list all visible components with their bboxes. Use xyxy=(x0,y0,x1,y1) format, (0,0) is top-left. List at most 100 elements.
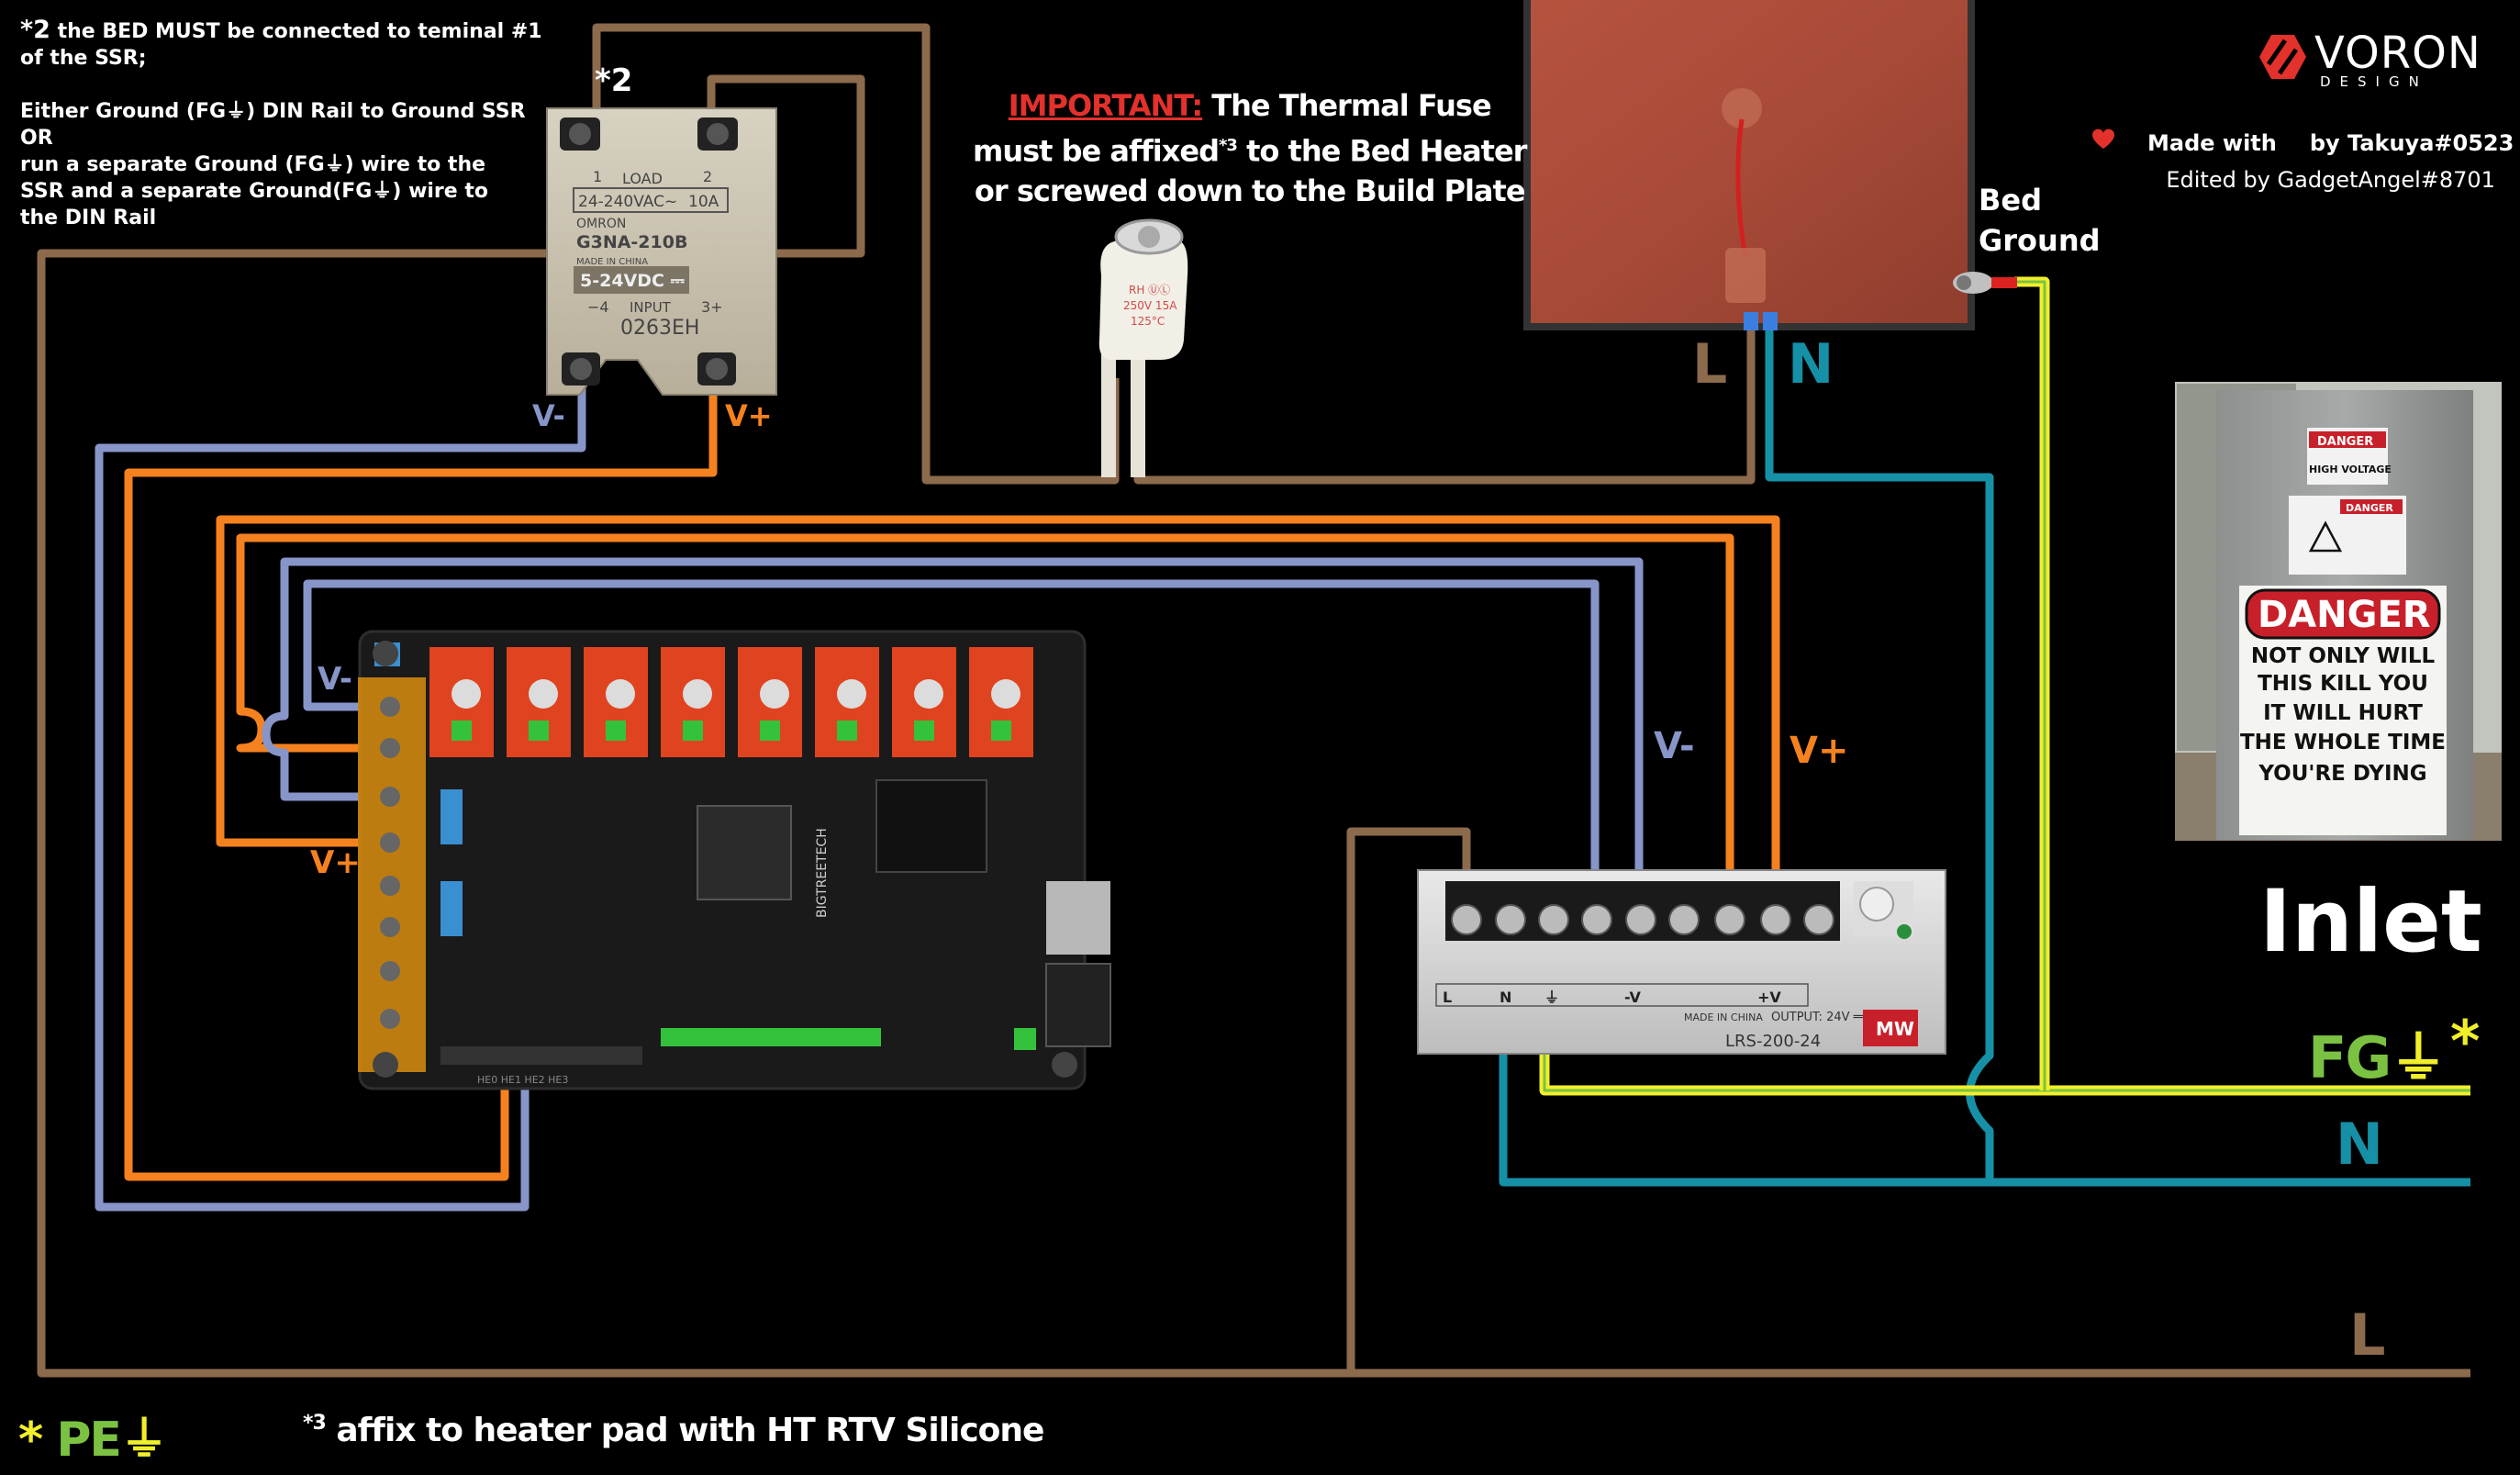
thermal-fuse: RH ⓊⓁ 250V 15A 125°C xyxy=(1098,218,1188,477)
psu-term-N: N xyxy=(1500,989,1511,1006)
credits-author: by Takuya#0523 xyxy=(2309,130,2514,156)
wire-board-vminus-1 xyxy=(262,557,1644,904)
ssr-input-voltage: 5-24VDC ⎓ xyxy=(580,271,685,291)
ssr-note-star: *2 xyxy=(20,16,50,44)
fuse-note-text-2b: to the Bed Heater xyxy=(1236,133,1527,169)
ssr-input-label: INPUT xyxy=(630,299,672,316)
footnote-text: affix to heater pad with HT RTV Silicone xyxy=(325,1412,1044,1449)
wire-FG-bed xyxy=(2014,276,2050,1090)
sign-msg-2: THIS KILL YOU xyxy=(2258,672,2428,696)
fuse-note-text-2a: must be affixed xyxy=(973,133,1220,169)
inlet-fg-text: FG xyxy=(2308,1024,2392,1091)
board-vminus-label: V- xyxy=(318,661,352,698)
ssr-note-line-4: OR xyxy=(20,127,53,150)
credits-made-with: Made with xyxy=(2147,130,2277,156)
voron-logo-icon xyxy=(2259,35,2306,79)
ssr-input-plus: 3+ xyxy=(701,298,723,316)
fuse-text-3: 125°C xyxy=(1131,315,1165,328)
voron-wordmark: VORON xyxy=(2314,28,2481,79)
fuse-text-1: RH ⓊⓁ xyxy=(1129,284,1170,296)
wire-L-mains xyxy=(37,74,2470,1378)
ssr-serial: 0263EH xyxy=(620,317,699,340)
sign-msg-3: IT WILL HURT xyxy=(2263,701,2423,725)
important-label: IMPORTANT: xyxy=(1008,88,1203,123)
board-heater-labels: HE0 HE1 HE2 HE3 xyxy=(477,1074,568,1086)
ssr-note-line-1: *2 the BED MUST be connected to teminal … xyxy=(20,17,542,45)
ssr-note-line-7: the DIN Rail xyxy=(20,207,157,229)
inlet-title: Inlet xyxy=(2259,872,2482,972)
credits-editor: Edited by GadgetAngel#8701 xyxy=(2166,167,2495,193)
ssr-model: G3NA-210B xyxy=(576,232,687,252)
ssr-brand: OMRON xyxy=(576,217,626,231)
ssr-vminus-label: V- xyxy=(532,398,565,433)
psu-model: LRS-200-24 xyxy=(1725,1032,1821,1051)
footnote: *3 affix to heater pad with HT RTV Silic… xyxy=(303,1412,1044,1449)
fuse-note-sup: *3 xyxy=(1219,136,1238,155)
fuse-note-line-2: must be affixed*3 to the Bed Heater xyxy=(973,126,1527,172)
sign-high-voltage: HIGH VOLTAGE xyxy=(2309,464,2392,475)
fuse-note-line-3: or screwed down to the Build Plate xyxy=(974,173,1526,208)
ssr-made-in: MADE IN CHINA xyxy=(576,257,648,267)
wire-board-vplus-1 xyxy=(216,515,1780,904)
sign-small-danger-1: DANGER xyxy=(2317,435,2373,449)
ssr-term2: 2 xyxy=(703,168,712,185)
psu-brand-logo: MW xyxy=(1876,1018,1914,1040)
ssr-note-text-1: the BED MUST be connected to teminal #1 xyxy=(50,20,542,43)
psu-term-L: L xyxy=(1443,989,1452,1006)
ssr-note-line-3: Either Ground (FG⏚) DIN Rail to Ground S… xyxy=(20,100,526,123)
ssr-rating-amps: 10A xyxy=(688,193,719,211)
ssr-note-line-6: SSR and a separate Ground(FG⏚) wire to xyxy=(20,180,488,203)
ssr-note: *2 the BED MUST be connected to teminal … xyxy=(20,17,542,231)
ground-icon: ⏚ xyxy=(2390,1024,2447,1091)
wire-ssr-vplus xyxy=(124,376,718,1181)
inlet-L-label: L xyxy=(2349,1302,2386,1369)
pe-star: * xyxy=(18,1413,43,1468)
sign-danger-heading: DANGER xyxy=(2258,594,2431,636)
ssr-load-label: LOAD xyxy=(622,170,663,187)
psu-vminus-label: V- xyxy=(1654,725,1695,767)
sign-small-danger-2: DANGER xyxy=(2346,502,2393,514)
bed-ground-label: Bed Ground xyxy=(1979,183,2101,258)
fuse-text-2: 250V 15A xyxy=(1123,299,1177,312)
inlet-star: * xyxy=(2450,1008,2481,1075)
wire-L-to-psu xyxy=(1346,827,1471,1373)
bed-N-label: N xyxy=(1788,332,1834,397)
ssr-vplus-label: V+ xyxy=(725,398,773,433)
psu-term-vplus: +V xyxy=(1757,989,1781,1006)
ssr-note-line-2: of the SSR; xyxy=(20,47,147,70)
sign-msg-5: YOU'RE DYING xyxy=(2258,762,2426,786)
board-vplus-label: V+ xyxy=(310,844,361,881)
psu-vplus-label: V+ xyxy=(1790,730,1849,772)
bed-heater xyxy=(1523,0,2017,330)
thermal-fuse-note: IMPORTANT: The Thermal Fuse must be affi… xyxy=(973,86,1527,211)
danger-sign-photo: DANGER HIGH VOLTAGE DANGER DANGER NOT ON… xyxy=(2175,382,2502,841)
ssr-rating-volts: 24-240VAC~ xyxy=(578,193,677,211)
heart-icon xyxy=(2092,129,2114,149)
inlet-fg-label: FG⏚ xyxy=(2308,1011,2447,1094)
bed-L-label: L xyxy=(1692,332,1728,397)
wire-FG-bed-stripe xyxy=(2014,280,2046,1090)
voron-design-sub: DESIGN xyxy=(2320,73,2428,90)
wire-board-vplus-2 xyxy=(236,533,1734,904)
sign-msg-1: NOT ONLY WILL xyxy=(2251,644,2436,668)
psu-made-in: MADE IN CHINA xyxy=(1684,1011,1763,1023)
fuse-note-line-1: IMPORTANT: The Thermal Fuse xyxy=(973,86,1526,126)
sign-msg-4: THE WHOLE TIME xyxy=(2240,731,2446,754)
fuse-note-text-1: The Thermal Fuse xyxy=(1202,88,1491,123)
power-supply: L N ⏚ -V +V OUTPUT: 24V ══ 8.8A MADE IN … xyxy=(1417,869,1946,1055)
wire-L-fuse-to-bed xyxy=(1133,326,1756,485)
psu-term-ground: ⏚ xyxy=(1544,989,1559,1006)
credits: Made with by Takuya#0523 Edited by Gadget… xyxy=(2147,125,2514,198)
pe-ground-icon: ⏚ xyxy=(119,1413,168,1468)
ssr-note-line-5: run a separate Ground (FG⏚) wire to the xyxy=(20,153,486,176)
ssr-term1: 1 xyxy=(593,168,602,185)
inlet-N-label: N xyxy=(2336,1111,2383,1178)
wire-board-vminus-2 xyxy=(303,579,1600,904)
solid-state-relay: 1 LOAD 2 24-240VAC~ 10A OMRON G3NA-210B … xyxy=(546,107,777,396)
footnote-sup: *3 xyxy=(303,1412,327,1435)
pe-legend: * PE⏚ xyxy=(18,1401,168,1469)
stepper-drivers xyxy=(429,647,1033,757)
psu-term-vminus: -V xyxy=(1624,989,1641,1006)
pe-text: PE xyxy=(56,1413,122,1468)
